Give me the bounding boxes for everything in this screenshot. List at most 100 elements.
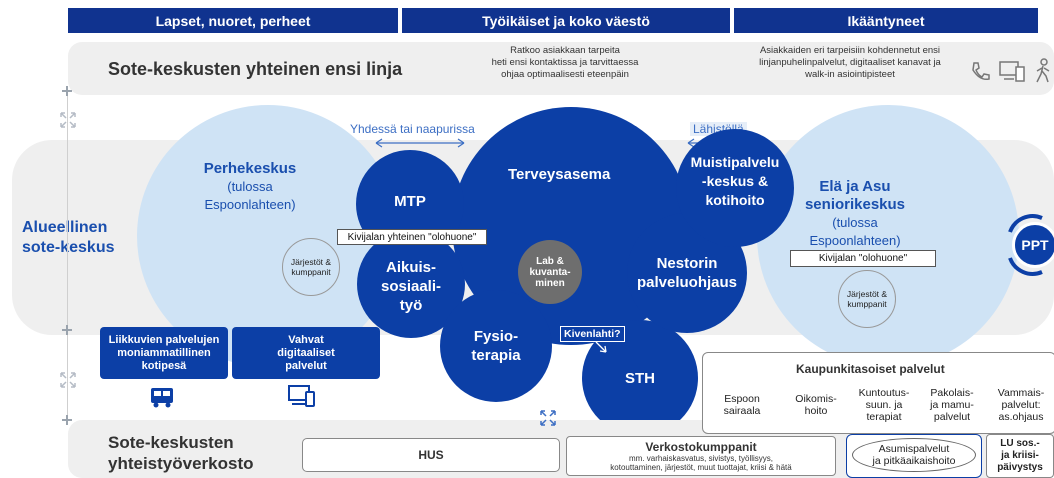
muisti-line: -keskus & bbox=[701, 172, 769, 189]
lu-line: ja kriisi- bbox=[1001, 450, 1039, 461]
jarjestot-right-circle: Järjestöt &kumppanit bbox=[838, 270, 896, 328]
phone-icon bbox=[972, 62, 990, 81]
left-vertical-line bbox=[67, 95, 68, 425]
city-line: as.ohjaus bbox=[998, 411, 1044, 423]
city-line: sairaala bbox=[723, 405, 761, 417]
desc-line: Ratkoo asiakkaan tarpeita bbox=[510, 45, 620, 56]
regional-title-line: sote-keskus bbox=[22, 239, 115, 256]
mtp-label: MTP bbox=[394, 192, 426, 210]
jarjestot-line: kumppanit bbox=[847, 299, 887, 309]
city-line: suun. ja bbox=[865, 399, 903, 411]
city-line: Espoon bbox=[724, 393, 760, 405]
terveysasema-label: Terveysasema bbox=[508, 166, 611, 183]
fysio-line: terapia bbox=[471, 347, 521, 364]
plus-icon bbox=[62, 415, 72, 425]
double-arrow-icon bbox=[375, 138, 465, 148]
perhekeskus-sub: (tulossa bbox=[227, 179, 273, 194]
plus-icon bbox=[62, 325, 72, 335]
aikuis-line: sosiaali- bbox=[380, 277, 442, 295]
desc-line: Asiakkaiden eri tarpeisiin kohdennetut e… bbox=[759, 45, 941, 56]
ela-asu-sub: Espoonlahteen) bbox=[809, 233, 901, 248]
asumis-line: ja pitkäaikaishoito bbox=[872, 455, 956, 467]
walking-person-icon bbox=[1036, 58, 1050, 83]
hus-box: HUS bbox=[302, 438, 560, 472]
ela-asu-label: Elä ja Asu seniorikeskus (tulossa Espoon… bbox=[780, 178, 930, 250]
header-label: Ikääntyneet bbox=[847, 12, 925, 29]
box-line: kotipesä bbox=[141, 359, 187, 372]
header-label: Lapset, nuoret, perheet bbox=[155, 12, 311, 29]
city-line: Oikomis- bbox=[795, 393, 837, 405]
city-line: terapiat bbox=[866, 411, 902, 423]
lab-line: Lab & bbox=[536, 255, 564, 267]
lu-box: LU sos.-ja kriisi-päivystys bbox=[986, 434, 1054, 478]
arrow-icon bbox=[595, 341, 607, 353]
bus-icon bbox=[151, 388, 173, 408]
ela-asu-title: seniorikeskus bbox=[804, 196, 906, 213]
jarjestot-line: kumppanit bbox=[291, 267, 331, 277]
desc-line: linjanpuhelinpalvelut, digitaaliset kana… bbox=[759, 57, 941, 68]
expand-arrows-icon bbox=[60, 112, 76, 128]
city-item-vammais: Vammais-palvelut:as.ohjaus bbox=[990, 387, 1052, 423]
desc-line: ohjaa optimaalisesti eteenpäin bbox=[501, 69, 629, 80]
city-services-title: Kaupunkitasoiset palvelut bbox=[796, 362, 945, 376]
fysio-line: Fysio- bbox=[473, 328, 519, 345]
perhekeskus-label: Perhekeskus (tulossa Espoonlahteen) bbox=[185, 160, 315, 214]
city-line: Pakolais- bbox=[930, 387, 974, 399]
jarjestot-line: Järjestöt & bbox=[846, 289, 888, 299]
first-line-band bbox=[68, 42, 1054, 95]
box-line: Liikkuvien palvelujen bbox=[108, 333, 220, 346]
verkostokumppanit-box: Verkostokumppanit mm. varhaiskasvatus, s… bbox=[566, 436, 836, 476]
city-item-oikomishoito: Oikomis-hoito bbox=[786, 393, 846, 417]
partners-line: mm. varhaiskasvatus, sivistys, työllisyy… bbox=[628, 454, 774, 463]
city-services-box bbox=[702, 352, 1054, 434]
box-line: moniammatillinen bbox=[117, 346, 211, 359]
first-line-title: Sote-keskusten yhteinen ensi linja bbox=[108, 59, 403, 79]
jarjestot-line: Järjestöt & bbox=[290, 257, 332, 267]
lu-line: päivystys bbox=[997, 462, 1043, 473]
lab-circle: Lab &kuvanta-minen bbox=[518, 240, 582, 304]
devices-icon bbox=[288, 385, 315, 407]
first-line-desc-1: Ratkoo asiakkaan tarpeita heti ensi kont… bbox=[470, 45, 660, 81]
city-line: palvelut: bbox=[1001, 399, 1041, 411]
kivenlahti-label: Kivenlahti? bbox=[560, 326, 625, 342]
together-label: Yhdessä tai naapurissa bbox=[350, 122, 475, 136]
nestori-line: palveluohjaus bbox=[636, 274, 738, 291]
ppt-badge: PPT bbox=[1012, 222, 1054, 268]
perhekeskus-sub: Espoonlahteen) bbox=[204, 197, 296, 212]
asumis-line: Asumispalvelut bbox=[878, 443, 950, 455]
hus-label: HUS bbox=[418, 448, 444, 462]
aikuis-line: Aikuis- bbox=[385, 258, 436, 276]
regional-title-line: Alueellinen bbox=[22, 219, 108, 236]
box-line: Vahvat bbox=[288, 333, 324, 346]
lab-line: minen bbox=[535, 277, 565, 289]
ela-asu-sub: (tulossa bbox=[832, 215, 878, 230]
olohuone-left-pill: Kivijalan yhteinen "olohuone" bbox=[337, 229, 487, 245]
aikuis-line: työ bbox=[399, 296, 423, 314]
header-ikaantyneet: Ikääntyneet bbox=[734, 8, 1038, 33]
partners-line: kotouttaminen, järjestöt, muut tuottajat… bbox=[610, 463, 792, 472]
city-line: hoito bbox=[804, 405, 828, 417]
nestori-line: Nestorin bbox=[656, 255, 718, 272]
sth-label: STH bbox=[625, 369, 655, 387]
fysioterapia-circle: Fysio-terapia bbox=[440, 290, 552, 402]
desc-line: walk-in asiointipisteet bbox=[805, 69, 895, 80]
lu-line: LU sos.- bbox=[1000, 438, 1040, 449]
lab-line: kuvanta- bbox=[529, 266, 571, 278]
muisti-line: kotihoito bbox=[705, 191, 765, 208]
first-line-desc-2: Asiakkaiden eri tarpeisiin kohdennetut e… bbox=[735, 45, 965, 81]
header-tyoikaiset: Työikäiset ja koko väestö bbox=[402, 8, 730, 33]
city-line: Kuntoutus- bbox=[858, 387, 910, 399]
cycle-arrow-icon bbox=[1008, 214, 1043, 276]
network-title-line: Sote-keskusten bbox=[108, 433, 234, 452]
network-title-line: yhteistyöverkosto bbox=[108, 454, 254, 473]
plus-icon bbox=[62, 86, 72, 96]
city-line: Vammais- bbox=[997, 387, 1045, 399]
city-item-pakolais: Pakolais-ja mamu-palvelut bbox=[922, 387, 982, 423]
city-line: ja mamu- bbox=[930, 399, 974, 411]
header-label: Työikäiset ja koko väestö bbox=[482, 12, 650, 29]
header-lapset: Lapset, nuoret, perheet bbox=[68, 8, 398, 33]
